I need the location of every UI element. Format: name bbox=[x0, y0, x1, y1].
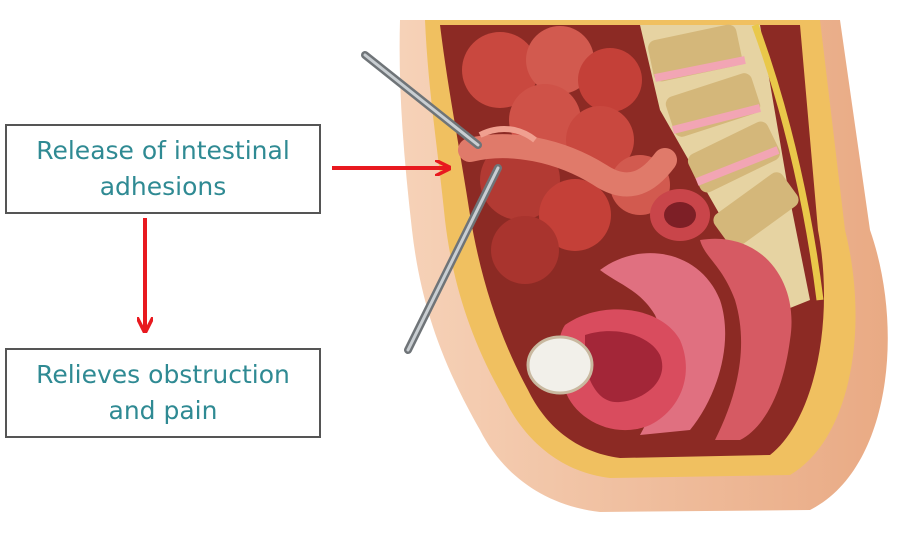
adhesion-release-line2: adhesions bbox=[99, 172, 227, 201]
spine bbox=[640, 23, 824, 320]
relief-line1: Relieves obstruction bbox=[36, 360, 290, 389]
relief-line2: and pain bbox=[108, 396, 218, 425]
pelvic-organs bbox=[526, 189, 792, 440]
adhesion-release-box: Release of intestinal adhesions bbox=[5, 124, 321, 214]
laparoscope-icon bbox=[361, 51, 502, 354]
relief-box: Relieves obstruction and pain bbox=[5, 348, 321, 438]
adhesion-release-line1: Release of intestinal bbox=[36, 136, 290, 165]
intestines bbox=[458, 26, 677, 284]
